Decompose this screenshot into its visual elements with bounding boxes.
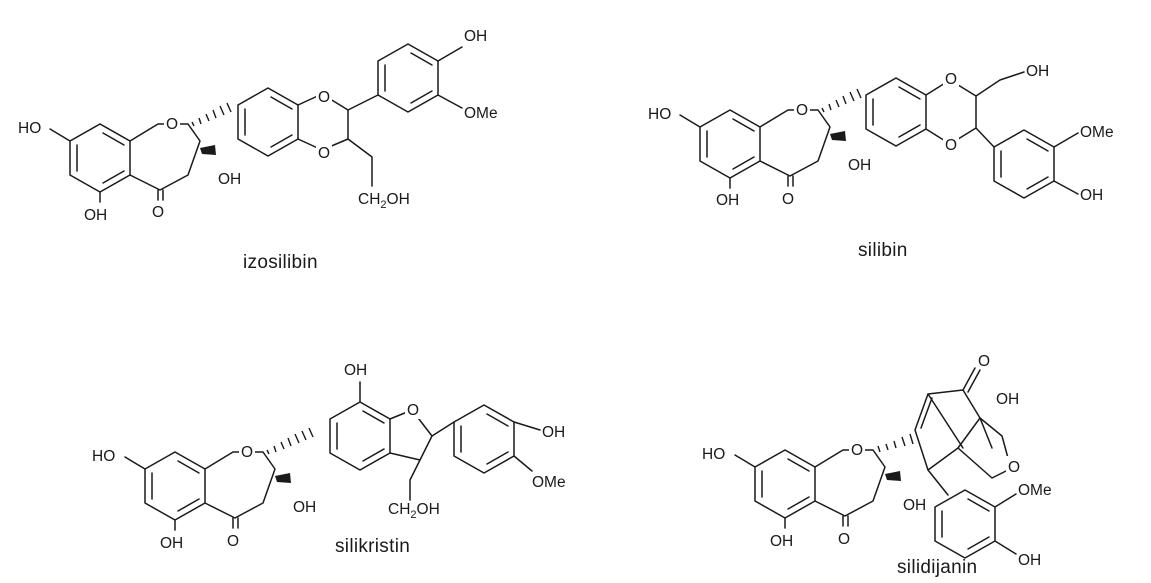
silibin-hash-bond [821, 88, 862, 113]
izosilibin-oh3-label: OH [218, 171, 241, 188]
silidijanin-ohcage-label: OH [996, 391, 1019, 408]
silidijanin-o1-label: O [851, 442, 863, 459]
silidijanin-o4-label: O [838, 531, 850, 548]
silibin-o4-label: O [782, 191, 794, 208]
izosilibin-stereo-bonds [191, 102, 232, 155]
silikristin-bonds [124, 381, 541, 531]
izosilibin-oh4p-label: OH [464, 28, 487, 45]
izosilibin-ho7-label: HO [18, 120, 41, 137]
silikristin-ho7-label: HO [92, 448, 115, 465]
izosilibin-od2-label: O [318, 145, 330, 162]
silidijanin-atom-labels: HO OH O OH O O OH O OMe OH [700, 353, 1052, 569]
silikristin-o4-label: O [227, 533, 239, 550]
silidijanin-ho7-label: HO [702, 446, 725, 463]
silidijanin-oh5-label: OH [770, 533, 793, 550]
silidijanin-oket-label: O [978, 353, 990, 370]
izosilibin-bonds [49, 43, 463, 203]
structure-izosilibin: HO OH O OH O O O OH OMe CH2OH [16, 28, 498, 224]
izosilibin-atom-labels: HO OH O OH O O O OH OMe CH2OH [16, 28, 498, 224]
silidijanin-ome3p-label: OMe [1018, 482, 1052, 499]
silikristin-oh5-label: OH [160, 535, 183, 552]
silikristin-ome3p-label: OMe [532, 474, 566, 491]
structure-silikristin: HO OH O OH O OH O OH OMe CH2OH [90, 362, 566, 552]
silikristin-atom-labels: HO OH O OH O OH O OH OMe CH2OH [90, 362, 566, 552]
silibin-oh3-label: OH [848, 157, 871, 174]
silidijanin-oh3-label: OH [903, 497, 926, 514]
compound-name-silidijanin: silidijanin [897, 557, 978, 578]
compound-name-izosilibin: izosilibin [243, 252, 318, 273]
silikristin-stereo-bonds [266, 427, 314, 483]
compound-name-silikristin: silikristin [335, 536, 411, 557]
silikristin-oh3-label: OH [293, 499, 316, 516]
silikristin-ch2oh-label: CH2OH [388, 501, 440, 521]
silibin-bonds [679, 71, 1079, 199]
silikristin-ofur-label: O [407, 402, 419, 419]
silidijanin-oh4p-label: OH [1018, 552, 1041, 569]
compound-name-silibin: silibin [858, 240, 908, 261]
silikristin-hash-bond [266, 427, 314, 455]
silikristin-o1-label: O [241, 444, 253, 461]
silidijanin-ofur-label: O [1008, 459, 1020, 476]
izosilibin-o4-label: O [152, 204, 164, 221]
silibin-ch2oh-label: OH [1026, 63, 1049, 80]
silibin-o1-label: O [796, 102, 808, 119]
izosilibin-oh5-label: OH [84, 207, 107, 224]
silibin-oh4p-label: OH [1080, 187, 1103, 204]
silidijanin-stereo-bonds [877, 433, 914, 481]
silibin-oh5-label: OH [716, 192, 739, 209]
silikristin-oh4p-label: OH [542, 424, 565, 441]
structure-silibin: HO OH O OH O O O OH OMe OH [646, 63, 1114, 209]
izosilibin-od1-label: O [318, 89, 330, 106]
izosilibin-o1-label: O [166, 116, 178, 133]
silibin-ho7-label: HO [648, 106, 671, 123]
silibin-atom-labels: HO OH O OH O O O OH OMe OH [646, 63, 1114, 209]
silibin-ome3p-label: OMe [1080, 124, 1114, 141]
silibin-stereo-bonds [821, 88, 862, 141]
silikristin-oh7b-label: OH [344, 362, 367, 379]
izosilibin-ome3p-label: OMe [464, 105, 498, 122]
silibin-od1-label: O [945, 71, 957, 88]
izosilibin-hash-bond [191, 102, 232, 127]
izosilibin-ch2oh-label: CH2OH [358, 191, 410, 211]
silidijanin-hash-bond [877, 433, 914, 453]
structure-silidijanin: HO OH O OH O O OH O OMe OH [700, 353, 1052, 569]
silibin-od2-label: O [945, 137, 957, 154]
silidijanin-bonds [734, 367, 1017, 559]
